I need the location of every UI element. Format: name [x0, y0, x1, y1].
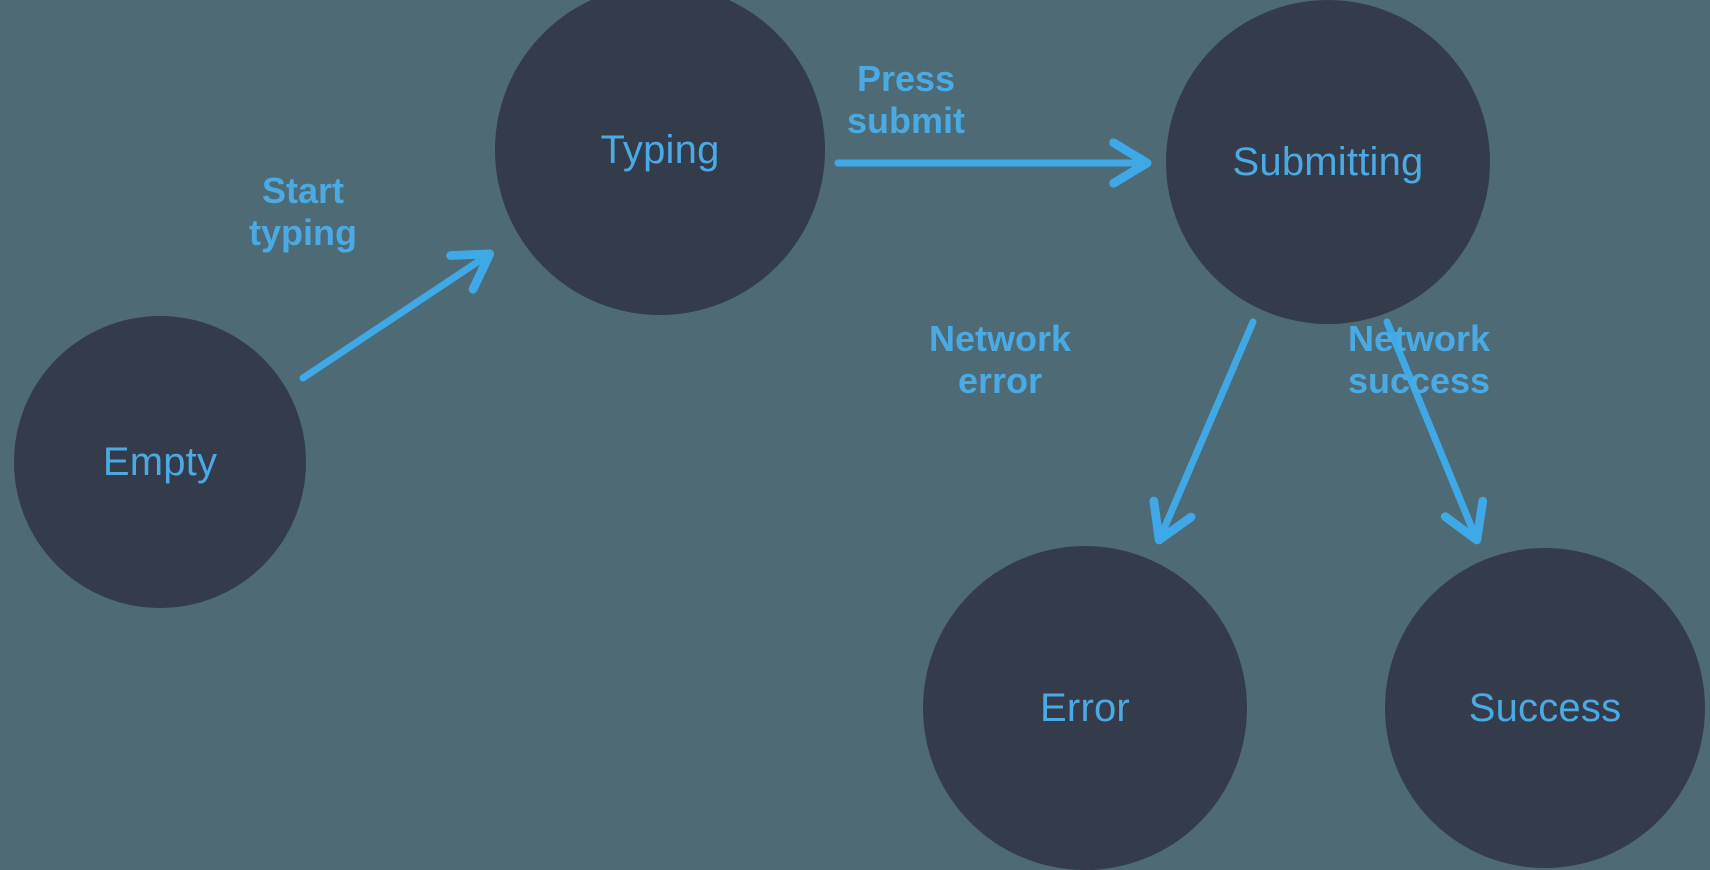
edge-label-network-success: Network success: [1347, 318, 1491, 402]
state-node-label: Typing: [600, 128, 720, 172]
edge-start-typing: [299, 255, 488, 382]
edge-label-network-error: Network error: [928, 318, 1072, 402]
state-node-label: Submitting: [1232, 140, 1424, 184]
state-node-empty[interactable]: Empty: [14, 316, 306, 608]
edge-network-error: [1160, 318, 1257, 538]
state-node-submitting[interactable]: Submitting: [1166, 0, 1490, 324]
state-node-typing[interactable]: Typing: [495, 0, 825, 315]
state-node-success[interactable]: Success: [1385, 548, 1705, 868]
edge-network-success: [1383, 318, 1476, 538]
state-node-label: Success: [1468, 686, 1622, 730]
state-node-label: Empty: [102, 440, 218, 484]
edge-label-press-submit: Press submit: [846, 58, 965, 142]
edge-label-start-typing: Start typing: [249, 170, 357, 254]
state-node-error[interactable]: Error: [923, 546, 1247, 870]
state-node-label: Error: [1040, 686, 1130, 730]
